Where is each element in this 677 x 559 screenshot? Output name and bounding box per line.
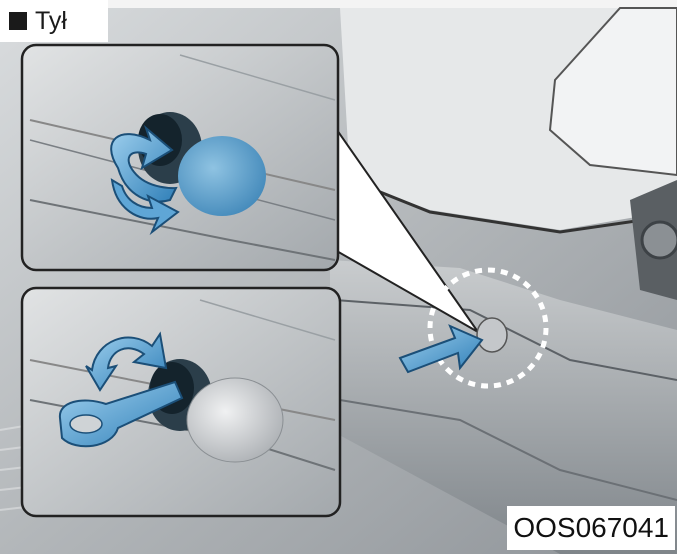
tail-lamp (548, 7, 677, 177)
gray-cap (186, 377, 284, 463)
push-arrow-icon (398, 324, 484, 374)
section-label-text: Tył (35, 6, 67, 35)
black-square-icon (9, 12, 27, 30)
curved-arrow-icon (85, 331, 168, 392)
inset-install-hook (20, 286, 342, 518)
rear-bumper (330, 260, 677, 554)
cover-cap (476, 317, 508, 353)
highlight-circle (427, 267, 549, 389)
blue-cap (178, 136, 266, 216)
inset-remove-cover (20, 43, 340, 272)
section-label: Tył (0, 0, 108, 42)
figure-code: OOS067041 (513, 512, 669, 543)
figure-code-box: OOS067041 (507, 506, 675, 550)
